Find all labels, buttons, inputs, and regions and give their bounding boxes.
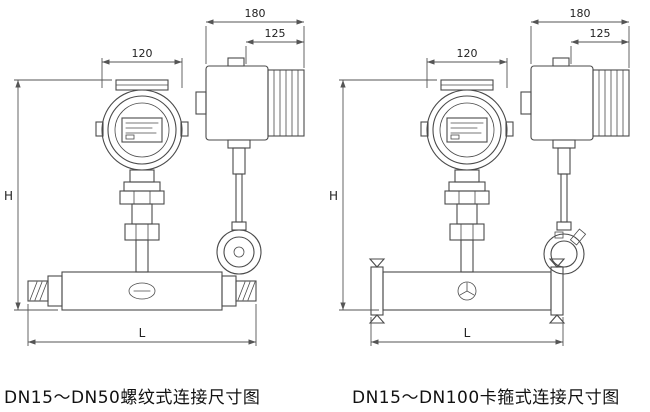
display-window	[446, 117, 488, 143]
clamp-band-ring	[543, 228, 587, 275]
dim-side-partial: 125	[265, 27, 286, 40]
pipe-threaded	[27, 271, 257, 311]
dim-side-total: 180	[570, 7, 591, 20]
meter-front-view	[27, 79, 257, 311]
clamp-ring	[216, 229, 262, 275]
dim-side-partial: 125	[590, 27, 611, 40]
dim-height: H	[4, 189, 13, 203]
nameplate-logo	[128, 282, 156, 300]
pipe-clamp	[368, 258, 566, 324]
dimension-lines: 120 180 125 H L	[4, 7, 305, 346]
dim-height: H	[329, 189, 338, 203]
left-caption: DN15～DN50螺纹式连接尺寸图	[4, 388, 261, 408]
dimension-lines: 120 180 125 H L	[329, 7, 630, 346]
ribbed-cover	[592, 69, 630, 137]
meter-front-view	[368, 79, 566, 324]
left-drawing: 120 180 125 H L	[4, 7, 305, 346]
triskele-logo	[457, 281, 477, 301]
dim-length: L	[139, 326, 146, 340]
ribbed-cover	[267, 69, 305, 137]
transmitter-side-view	[195, 57, 305, 275]
right-caption: DN15～DN100卡箍式连接尺寸图	[352, 388, 620, 408]
dim-side-total: 180	[245, 7, 266, 20]
dim-length: L	[464, 326, 471, 340]
display-window	[121, 117, 163, 143]
dim-head-width: 120	[132, 47, 153, 60]
right-drawing: 120 180 125 H L	[329, 7, 630, 346]
dim-head-width: 120	[457, 47, 478, 60]
transmitter-side-view	[520, 57, 630, 275]
